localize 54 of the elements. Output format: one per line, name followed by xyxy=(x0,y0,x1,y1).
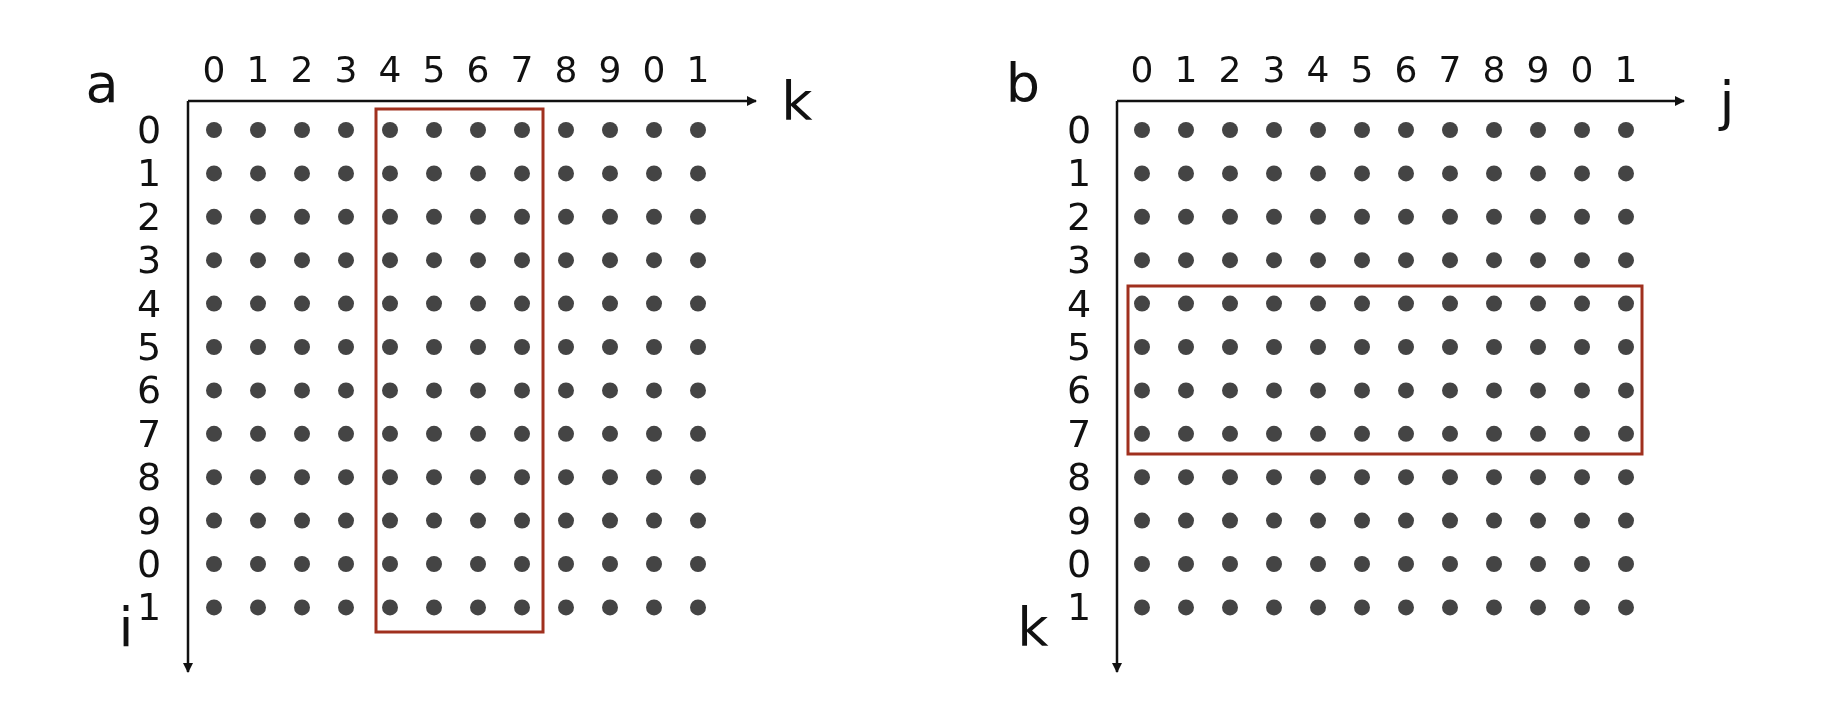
row-index: 1 xyxy=(1066,154,1092,193)
row-index: 8 xyxy=(136,458,162,497)
row-index: 6 xyxy=(136,371,162,410)
row-index: 5 xyxy=(136,328,162,366)
row-index: 9 xyxy=(1066,501,1092,540)
column-index: 5 xyxy=(1350,52,1374,88)
row-index: 5 xyxy=(1066,328,1092,366)
column-index: 5 xyxy=(422,52,446,88)
column-index: 9 xyxy=(598,52,622,88)
column-index: 0 xyxy=(202,52,226,88)
column-index: 3 xyxy=(1262,52,1286,88)
column-index: 3 xyxy=(334,52,358,88)
row-index: 0 xyxy=(136,111,162,149)
axis-label: k xyxy=(781,75,813,129)
row-index: 2 xyxy=(1066,197,1092,236)
row-index: 3 xyxy=(136,241,162,280)
column-index: 1 xyxy=(1174,52,1198,88)
column-index: 6 xyxy=(1394,52,1418,88)
column-index: 0 xyxy=(1130,52,1154,88)
row-index: 9 xyxy=(136,501,162,540)
column-index: 8 xyxy=(1482,52,1506,88)
panel-label: b xyxy=(1005,57,1041,111)
row-index: 4 xyxy=(136,284,162,323)
column-index: 4 xyxy=(1306,52,1330,88)
axis-label: j xyxy=(1719,75,1735,129)
row-index: 2 xyxy=(136,197,162,236)
axis-label: k xyxy=(1017,601,1049,655)
row-index: 1 xyxy=(136,154,162,193)
row-index: 1 xyxy=(1066,588,1092,627)
column-index: 7 xyxy=(510,52,534,88)
column-index: 9 xyxy=(1526,52,1550,88)
column-index: 1 xyxy=(686,52,710,88)
row-index: 0 xyxy=(136,545,162,583)
panel-label: a xyxy=(85,57,119,111)
row-index: 0 xyxy=(1066,545,1092,583)
column-index: 4 xyxy=(378,52,402,88)
column-index: 0 xyxy=(1570,52,1594,88)
column-index: 7 xyxy=(1438,52,1462,88)
column-index: 2 xyxy=(1218,52,1242,88)
column-index: 1 xyxy=(246,52,270,88)
axis-label: i xyxy=(118,601,134,655)
row-index: 7 xyxy=(1066,414,1092,453)
column-index: 1 xyxy=(1614,52,1638,88)
row-index: 6 xyxy=(1066,371,1092,410)
row-index: 1 xyxy=(136,588,162,627)
column-index: 0 xyxy=(642,52,666,88)
row-index: 4 xyxy=(1066,284,1092,323)
column-index: 2 xyxy=(290,52,314,88)
row-index: 8 xyxy=(1066,458,1092,497)
row-index: 0 xyxy=(1066,111,1092,149)
row-index: 3 xyxy=(1066,241,1092,280)
column-index: 8 xyxy=(554,52,578,88)
row-index: 7 xyxy=(136,414,162,453)
column-index: 6 xyxy=(466,52,490,88)
